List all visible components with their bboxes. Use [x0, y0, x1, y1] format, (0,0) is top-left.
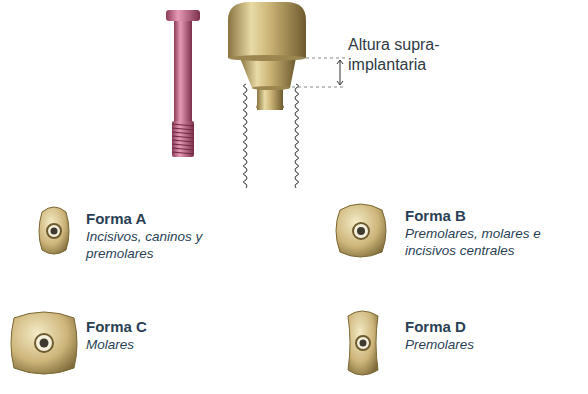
abutment [228, 2, 306, 110]
height-dimension [292, 58, 345, 87]
shape-name: Forma D [405, 318, 575, 337]
shape-name: Forma A [86, 210, 246, 229]
shape-d-icon [348, 311, 378, 375]
shape-name: Forma C [86, 318, 246, 337]
shape-use: Premolares, molares e incisivos centrale… [405, 226, 555, 260]
dimension-label: Altura supra-implantaria [348, 35, 488, 75]
shape-a-icon [39, 207, 69, 254]
shape-use: Incisivos, caninos y premolares [86, 229, 226, 263]
screw [166, 10, 200, 157]
shape-b-icon [336, 204, 386, 257]
shape-use: Molares [86, 337, 246, 354]
implant-threads [244, 84, 299, 188]
shape-name: Forma B [405, 207, 575, 226]
shape-use: Premolares [405, 337, 575, 354]
shape-c-icon [11, 312, 77, 374]
